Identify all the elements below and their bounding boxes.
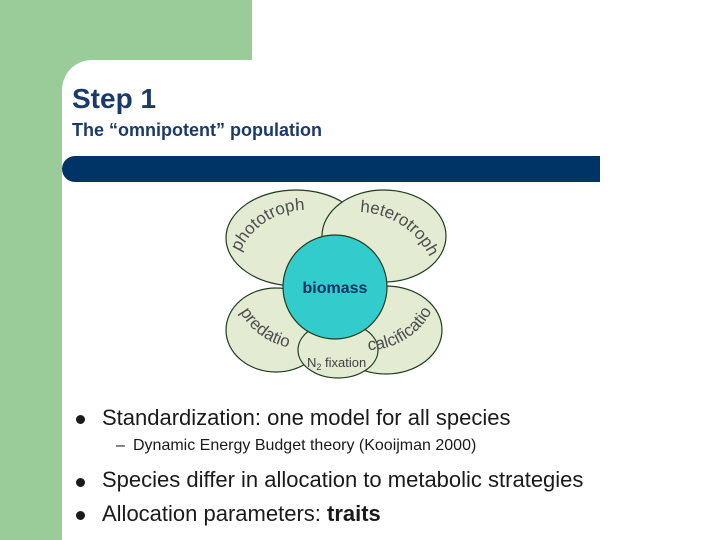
biomass-circle — [282, 234, 388, 340]
title-underline-bar — [62, 156, 600, 182]
bullet-standardization: Standardization: one model for all speci… — [102, 405, 511, 430]
traits-emphasis: traits — [327, 501, 381, 526]
bullet-dot — [76, 511, 85, 520]
petal-label-phototrophy: phototrophy — [0, 0, 305, 254]
bullet-allocation-strategies: Species differ in allocation to metaboli… — [102, 467, 584, 492]
petal-label-n2-fixation: N2 fixation — [307, 355, 366, 372]
bullet-dot — [76, 478, 85, 487]
bullet-dot — [76, 415, 85, 424]
sub-bullet-deb-theory: Dynamic Energy Budget theory (Kooijman 2… — [133, 437, 477, 454]
sub-bullet-dash: – — [116, 437, 125, 454]
bullet-allocation-traits: Allocation parameters: traits — [102, 501, 381, 526]
biomass-label: biomass — [303, 280, 368, 297]
slide-subtitle: The “omnipotent” population — [72, 120, 322, 140]
slide-title: Step 1 — [72, 83, 157, 114]
